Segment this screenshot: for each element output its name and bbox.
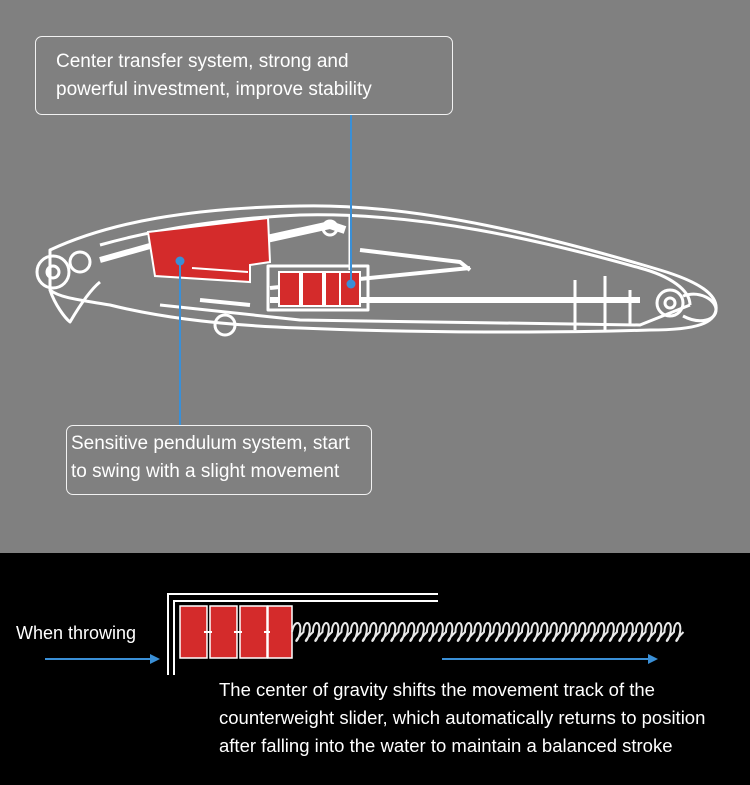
- pendulum-weight: [146, 216, 272, 284]
- slider-track-bracket: [167, 593, 438, 675]
- pendulum-line1: Sensitive pendulum system, start: [71, 433, 350, 454]
- lure-body-outline: [35, 204, 718, 337]
- when-throwing-label: When throwing: [16, 623, 137, 643]
- throwing-description: The center of gravity shifts the movemen…: [219, 676, 749, 760]
- throwing-panel: [0, 553, 750, 785]
- slider-weights-bottom: [179, 605, 293, 659]
- throwing-description-line1: The center of gravity shifts the movemen…: [219, 679, 655, 700]
- transfer-weights: [278, 271, 361, 307]
- pendulum-line2: to swing with a slight movement: [71, 461, 340, 482]
- return-spring: [291, 622, 685, 642]
- throwing-description-line2: counterweight slider, which automaticall…: [219, 707, 706, 728]
- center-transfer-line1: Center transfer system, strong and: [56, 51, 349, 72]
- throw-arrow-left: [45, 654, 160, 664]
- throwing-description-line3: after falling into the water to maintain…: [219, 735, 673, 756]
- center-transfer-callout: Center transfer system, strong and power…: [35, 36, 453, 115]
- center-transfer-line2: powerful investment, improve stability: [56, 79, 372, 100]
- pendulum-callout: Sensitive pendulum system, start to swin…: [66, 425, 372, 495]
- throw-arrow-right: [442, 654, 658, 664]
